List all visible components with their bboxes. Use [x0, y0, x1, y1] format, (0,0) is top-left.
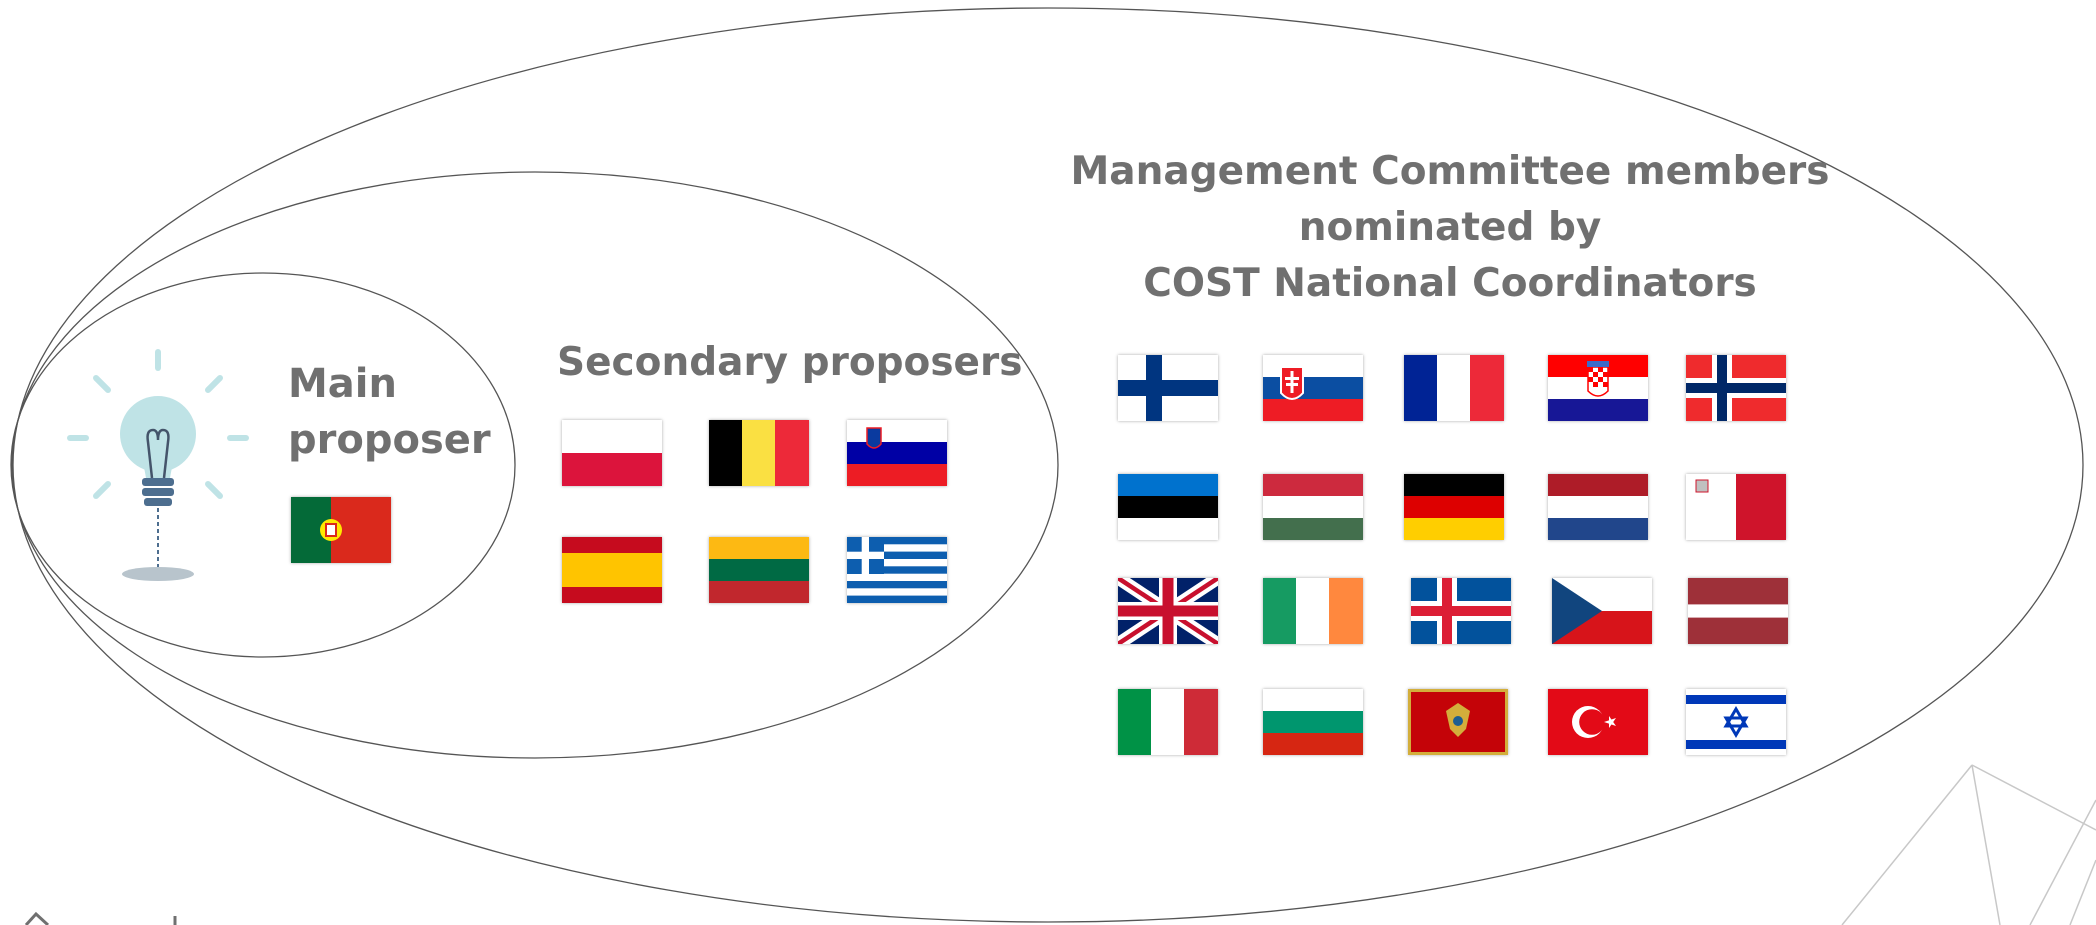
montenegro-flag-icon	[1408, 689, 1508, 755]
france-flag-icon	[1404, 355, 1504, 421]
croatia-flag-icon	[1548, 355, 1648, 421]
slovakia-flag-icon	[1263, 355, 1363, 421]
secondary-proposers-label: Secondary proposers	[557, 340, 1023, 385]
mc-title-line1: Management Committee members	[1070, 149, 1830, 194]
germany-flag-icon	[1404, 474, 1504, 540]
latvia-flag-icon	[1688, 578, 1788, 644]
lightbulb-icon	[67, 349, 249, 581]
iceland-flag-icon	[1411, 578, 1511, 644]
management-committee-label: Management Committee members nominated b…	[1070, 144, 1830, 312]
united-kingdom-flag-icon	[1118, 578, 1218, 644]
mc-title-line2: nominated by	[1298, 205, 1602, 250]
czech-flag-icon	[1552, 578, 1652, 644]
malta-flag-icon	[1686, 474, 1786, 540]
turkey-flag-icon	[1548, 689, 1648, 755]
decorative-lines	[1841, 764, 2096, 925]
spain-flag-icon	[562, 537, 662, 603]
slovenia-flag-icon	[847, 420, 947, 486]
logo-fragment-icon	[24, 911, 50, 925]
lithuania-flag-icon	[709, 537, 809, 603]
main-proposer-title-line2: proposer	[288, 417, 491, 463]
greece-flag-icon	[847, 537, 947, 603]
portugal-flag-icon	[291, 497, 391, 563]
israel-flag-icon	[1686, 689, 1786, 755]
secondary-ellipse	[11, 171, 1059, 759]
italy-flag-icon	[1118, 689, 1218, 755]
hungary-flag-icon	[1263, 474, 1363, 540]
ireland-flag-icon	[1263, 578, 1363, 644]
belgium-flag-icon	[709, 420, 809, 486]
netherlands-flag-icon	[1548, 474, 1648, 540]
norway-flag-icon	[1686, 355, 1786, 421]
main-proposer-title-line1: Main	[288, 361, 397, 407]
finland-flag-icon	[1118, 355, 1218, 421]
mc-title-line3: COST National Coordinators	[1143, 261, 1757, 306]
main-ellipse	[10, 272, 516, 658]
estonia-flag-icon	[1118, 474, 1218, 540]
bulgaria-flag-icon	[1263, 689, 1363, 755]
poland-flag-icon	[562, 420, 662, 486]
main-proposer-label: Main proposer	[288, 356, 491, 468]
mc-ellipse	[12, 7, 2084, 923]
